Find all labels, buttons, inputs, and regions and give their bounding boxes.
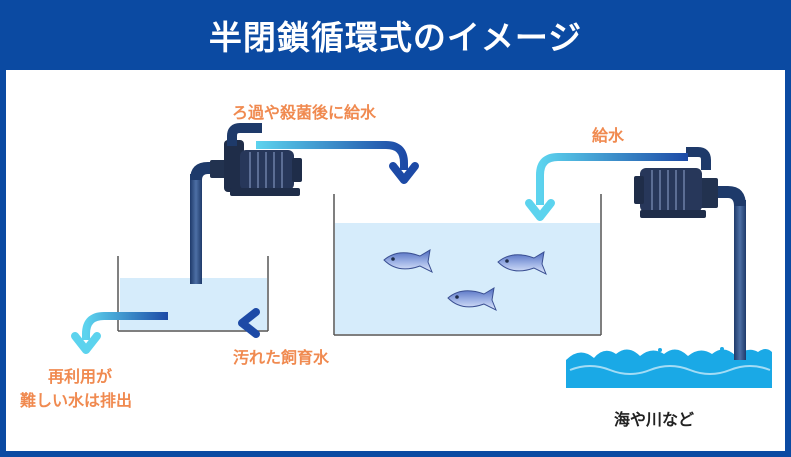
pump-icon bbox=[634, 147, 746, 360]
label-supply: 給水 bbox=[592, 126, 625, 145]
label-top-flow: ろ過や殺菌後に給水 bbox=[232, 103, 377, 122]
pump-icon bbox=[190, 123, 302, 284]
arrow-to-rearing-tank bbox=[256, 141, 419, 184]
fish-icon bbox=[497, 251, 547, 276]
rearing-tank bbox=[333, 194, 602, 336]
label-reuse-line2: 難しい水は排出 bbox=[20, 391, 133, 410]
label-dirty-water: 汚れた飼育水 bbox=[233, 348, 330, 367]
arrow-dirty-water bbox=[238, 308, 346, 338]
arrow-supply bbox=[525, 153, 688, 221]
fish-icon bbox=[383, 249, 433, 274]
label-source: 海や川など bbox=[614, 410, 695, 429]
arrow-discharge bbox=[71, 312, 168, 354]
wave-icon bbox=[566, 347, 772, 388]
label-reuse-line1: 再利用が bbox=[48, 367, 113, 386]
page-title: 半閉鎖循環式のイメージ bbox=[208, 18, 583, 57]
fish-icon bbox=[447, 287, 497, 312]
